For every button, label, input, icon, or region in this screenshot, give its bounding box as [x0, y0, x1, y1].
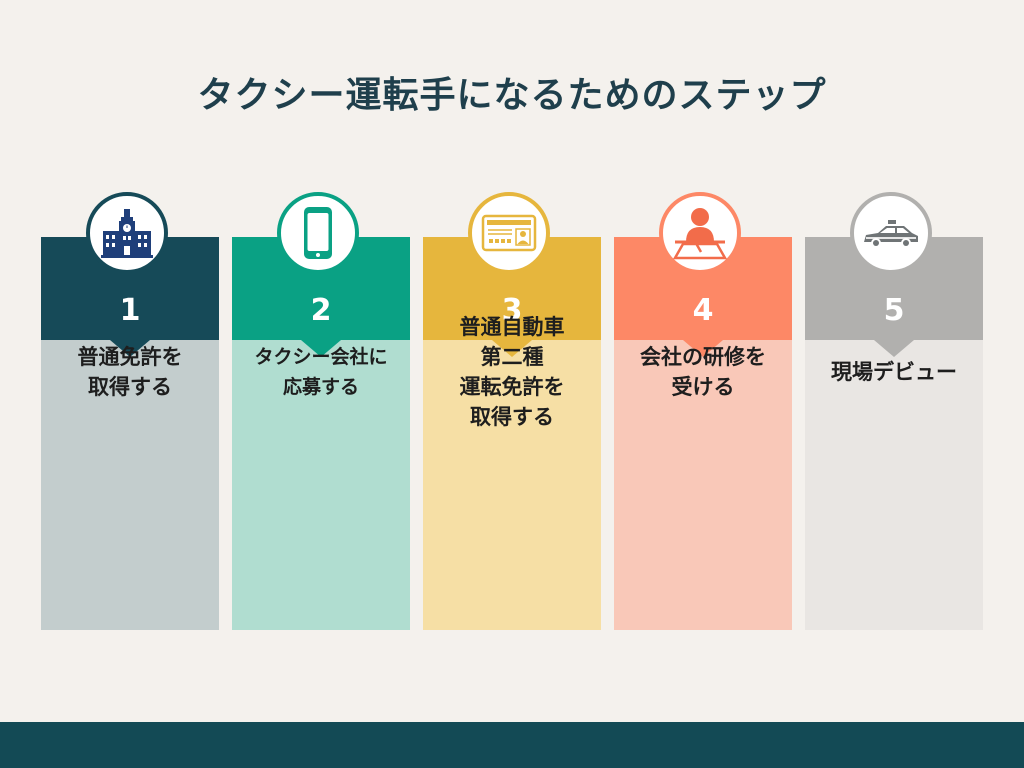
taxi-icon [864, 220, 918, 248]
step-header [614, 237, 792, 357]
step-card-4: 4 会社の研修を 受ける [614, 192, 792, 630]
step-header [41, 237, 219, 357]
step-number: 1 [119, 293, 141, 328]
icon-badge [277, 192, 359, 274]
step-number: 5 [883, 293, 905, 328]
step-label: 現場デビュー [831, 360, 957, 384]
step-body [423, 340, 601, 630]
smartphone-icon [304, 207, 332, 259]
footer-bar [0, 722, 1024, 768]
step-card-1: 1 普通免許を 取得する [41, 192, 219, 630]
step-card-5: 5 現場デビュー [805, 192, 983, 630]
step-body [232, 340, 410, 630]
icon-badge [468, 192, 550, 274]
step-label: 会社の研修を 受ける [640, 345, 766, 399]
step-card-2: 2 タクシー会社に 応募する [232, 192, 410, 630]
school-building-icon [101, 209, 153, 258]
step-body [41, 340, 219, 630]
step-card-3: 3 普通自動車 第二種 運転免許を 取得する [423, 192, 601, 630]
step-body [614, 340, 792, 630]
page-title: タクシー運転手になるためのステップ [197, 75, 827, 116]
trainee-at-desk-icon [672, 208, 728, 260]
step-label: 普通自動車 第二種 運転免許を 取得する [459, 315, 565, 429]
step-body [805, 340, 983, 630]
step-number: 4 [692, 293, 714, 328]
icon-badge [850, 192, 932, 274]
step-number: 3 [501, 293, 523, 328]
step-header [232, 237, 410, 357]
icon-badge [659, 192, 741, 274]
step-header [423, 237, 601, 357]
icon-badge [86, 192, 168, 274]
step-label: タクシー会社に 応募する [254, 346, 388, 398]
step-label: 普通免許を 取得する [77, 345, 183, 399]
step-header [805, 237, 983, 357]
license-card-icon [481, 214, 537, 252]
step-number: 2 [310, 293, 332, 328]
